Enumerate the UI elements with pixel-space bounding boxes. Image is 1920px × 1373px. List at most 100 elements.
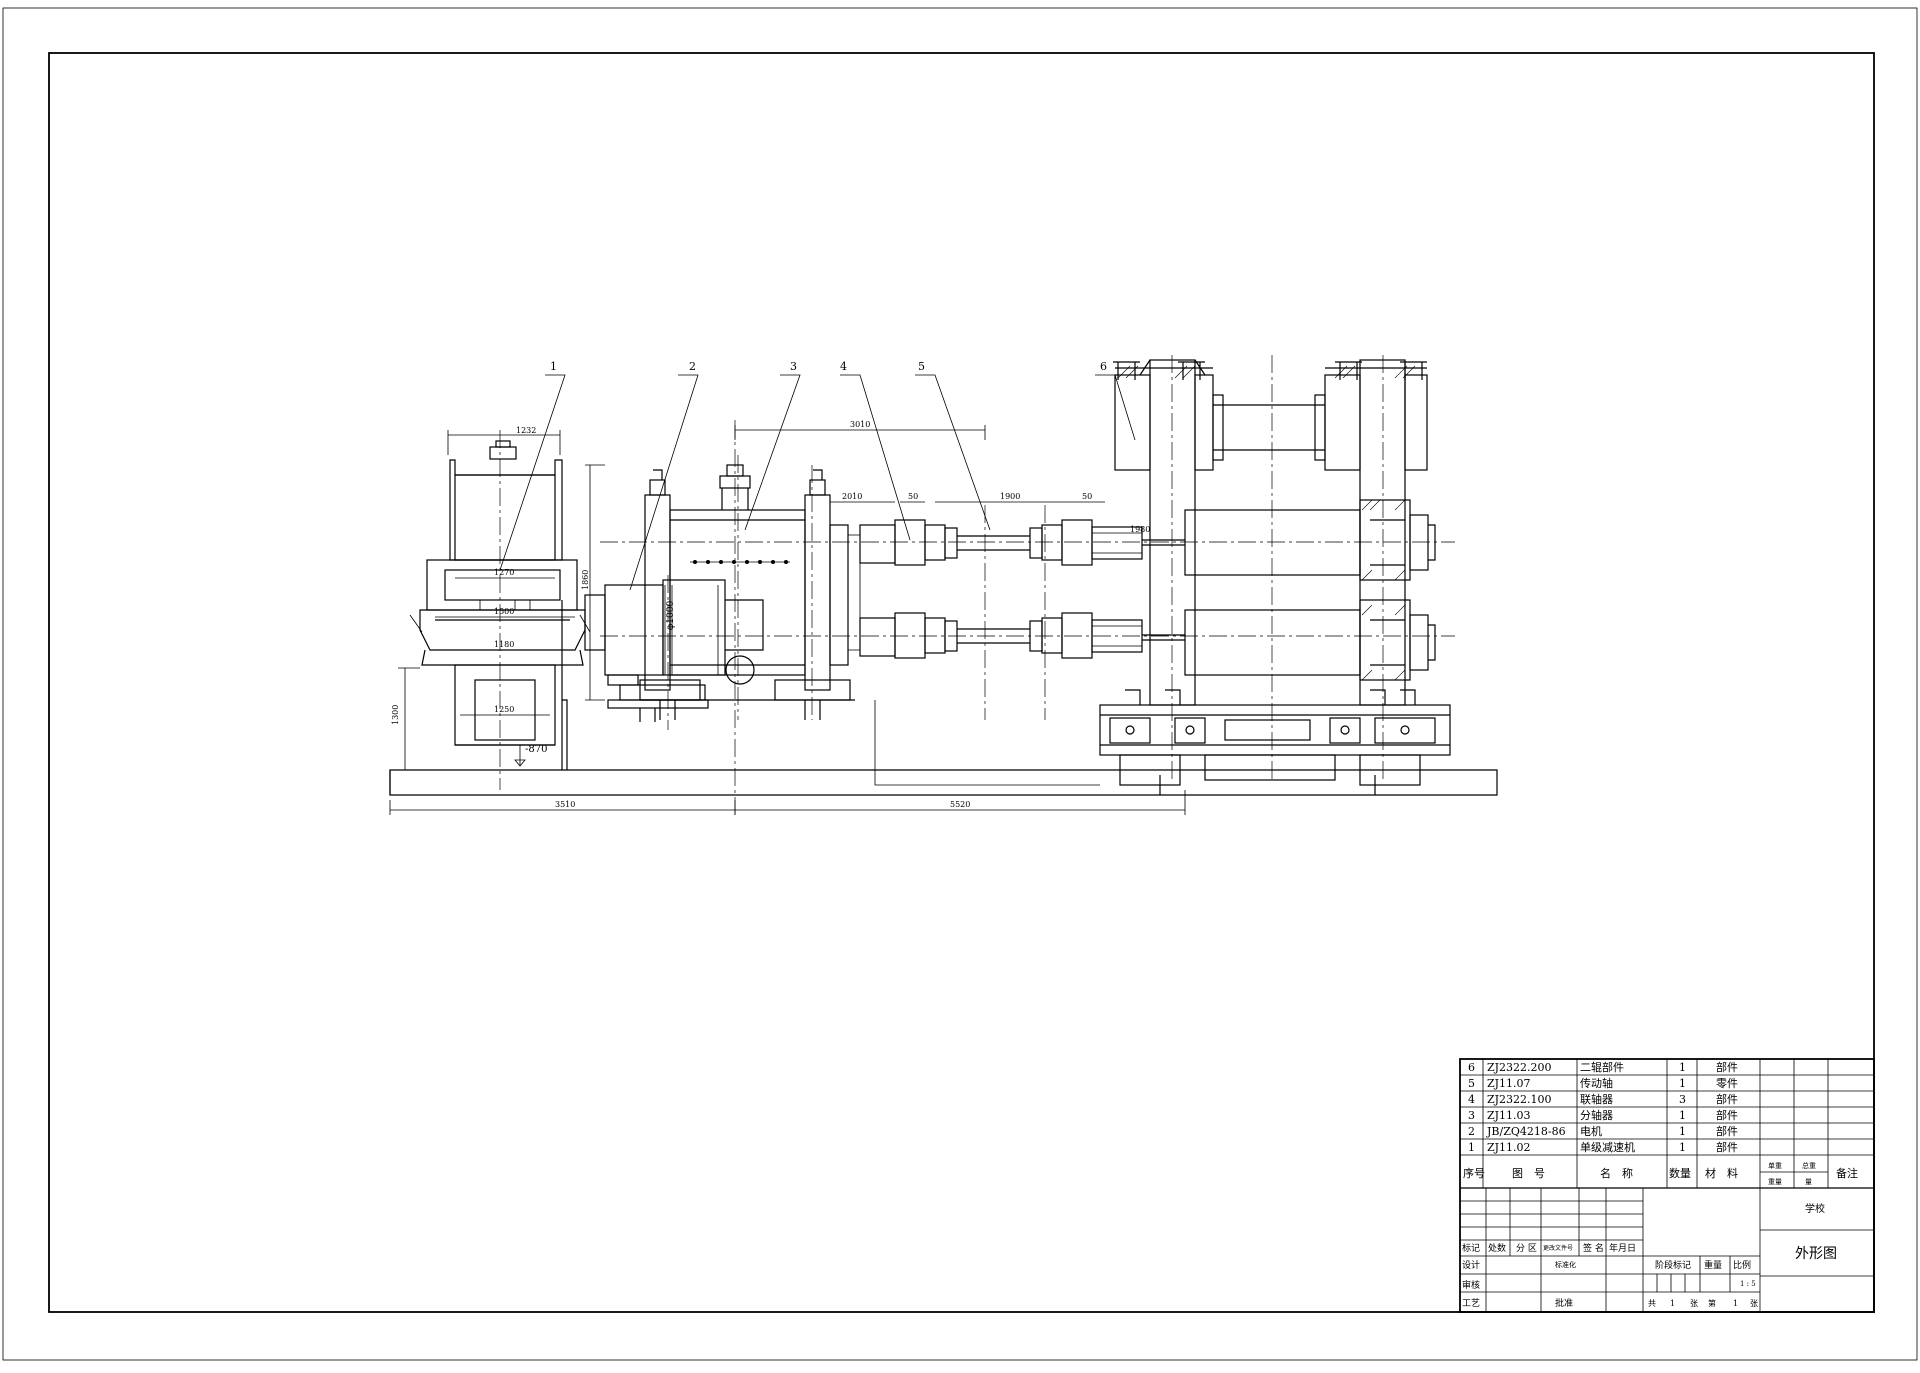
bom-cell-material: 部件 [1716, 1140, 1738, 1154]
bom-cell-no: 6 [1468, 1061, 1475, 1074]
bom-cell-name: 传动轴 [1580, 1076, 1613, 1090]
bom-cell-no: 4 [1468, 1093, 1475, 1106]
dim-1180: 1180 [494, 640, 514, 649]
tb-sheet-no-label: 第 [1708, 1298, 1716, 1308]
dim-3010: 3010 [850, 420, 870, 429]
tb-date: 年月日 [1609, 1242, 1636, 1254]
bom-cell-code: ZJ2322.200 [1487, 1061, 1552, 1074]
tb-zone: 分 区 [1516, 1243, 1537, 1254]
dimension-lines: 1232 1270 1500 1180 1250 1300 -870 1860 [389, 420, 1186, 815]
bom-header-code: 图 号 [1512, 1167, 1545, 1180]
bom-row: 2 JB/ZQ4218-86 电机 1 部件 [1468, 1124, 1738, 1138]
bom-cell-code: ZJ11.03 [1487, 1109, 1531, 1122]
dim-1500: 1500 [494, 607, 514, 616]
tb-drawing-title: 外形图 [1795, 1246, 1837, 1262]
bom-cell-qty: 1 [1679, 1125, 1686, 1138]
inner-frame [48, 52, 1875, 1313]
couplings-and-shafts [859, 505, 1143, 720]
tb-sheets-total-label: 共 [1648, 1299, 1656, 1308]
bom-cell-name: 电机 [1580, 1124, 1602, 1138]
tb-sheet-no: 1 [1733, 1299, 1738, 1308]
bom-cell-no: 1 [1468, 1141, 1475, 1154]
bom-cell-name: 分轴器 [1580, 1108, 1613, 1122]
bom-header-material: 材 料 [1705, 1166, 1738, 1180]
gear-reducer [409, 430, 606, 790]
bom-cell-no: 3 [1468, 1109, 1475, 1122]
bom-cell-qty: 1 [1679, 1141, 1686, 1154]
roll-stand [874, 355, 1451, 795]
tb-standardize: 标准化 [1555, 1260, 1576, 1269]
dim-2010: 2010 [842, 492, 862, 501]
bom-header-name: 名 称 [1600, 1166, 1633, 1180]
bom-cell-name: 二辊部件 [1580, 1060, 1624, 1074]
tb-sheet-unit-2: 张 [1750, 1299, 1758, 1308]
bom-cell-material: 部件 [1716, 1060, 1738, 1074]
dim-50-a: 50 [908, 492, 918, 501]
bom-header-qty: 数量 [1669, 1167, 1691, 1180]
motor-diameter-label: φ1000 [666, 601, 676, 630]
tb-scale-value: 1 : 5 [1740, 1280, 1756, 1288]
dim-50-b: 50 [1082, 492, 1092, 501]
tb-sheets-unit: 张 [1690, 1299, 1698, 1308]
bom-row: 5 ZJ11.07 传动轴 1 零件 [1468, 1076, 1738, 1090]
dim-5520: 5520 [950, 800, 970, 809]
title-block: 标记 处数 分 区 更改文件号 签 名 年月日 设计 标准化 审核 工艺 批准 … [1460, 1188, 1874, 1312]
electric-motor: φ1000 [604, 575, 764, 730]
dim-1232: 1232 [516, 426, 536, 435]
dim-1900: 1900 [1000, 492, 1020, 501]
bom-cell-name: 单级减速机 [1580, 1140, 1635, 1154]
bill-of-materials: 6 ZJ2322.200 二辊部件 1 部件 5 ZJ11.07 传动轴 1 零件 4 ZJ2322.… [1459, 1058, 1875, 1313]
bom-cell-code: ZJ2322.100 [1487, 1093, 1552, 1106]
dim-3510: 3510 [555, 800, 575, 809]
tb-process: 工艺 [1462, 1298, 1480, 1309]
tb-approve: 批准 [1555, 1297, 1573, 1309]
balloon-5: 5 [918, 360, 925, 373]
tb-mark: 标记 [1462, 1242, 1480, 1254]
bom-header-no: 序号 [1463, 1166, 1485, 1180]
bom-row: 1 ZJ11.02 单级减速机 1 部件 [1468, 1140, 1738, 1154]
tb-school: 学校 [1805, 1202, 1825, 1215]
foundation-slab [389, 769, 1498, 796]
balloon-4: 4 [840, 360, 847, 373]
tb-sheets-total: 1 [1670, 1299, 1675, 1308]
balloon-2: 2 [689, 360, 696, 373]
tb-design: 设计 [1462, 1259, 1480, 1271]
bom-header-unit-weight-2: 重量 [1768, 1178, 1782, 1186]
bom-cell-material: 零件 [1716, 1077, 1738, 1090]
bom-cell-code: ZJ11.07 [1487, 1077, 1531, 1090]
bom-cell-qty: 1 [1679, 1109, 1686, 1122]
bom-cell-code: ZJ11.02 [1487, 1141, 1531, 1154]
assembly-drawing: φ1000 [389, 355, 1498, 815]
bom-header-total-weight-2: 量 [1805, 1178, 1812, 1186]
dim-1980: 1980 [1130, 525, 1150, 534]
chock-hatching [1361, 499, 1406, 681]
tb-stage-mark: 阶段标记 [1655, 1259, 1691, 1271]
bom-header-total-weight: 总重 [1802, 1161, 1816, 1170]
bom-cell-qty: 3 [1679, 1093, 1686, 1106]
screwdown-hatching [1117, 365, 1416, 379]
outer-border [2, 7, 1918, 1361]
bom-cell-qty: 1 [1679, 1077, 1686, 1090]
dim-1860: 1860 [581, 570, 590, 590]
bom-cell-no: 2 [1468, 1125, 1475, 1138]
tb-change-doc: 更改文件号 [1543, 1244, 1573, 1252]
tb-scale-label: 比例 [1733, 1259, 1751, 1271]
bom-row: 3 ZJ11.03 分轴器 1 部件 [1468, 1108, 1738, 1122]
balloon-3: 3 [790, 360, 797, 373]
bom-cell-material: 部件 [1716, 1108, 1738, 1122]
dim-1270: 1270 [494, 568, 514, 577]
dim-1250: 1250 [494, 705, 514, 714]
bom-rows: 6 ZJ2322.200 二辊部件 1 部件 5 ZJ11.07 传动轴 1 零件 4 ZJ2322.… [1468, 1060, 1738, 1154]
bom-cell-material: 部件 [1716, 1124, 1738, 1138]
bom-cell-name: 联轴器 [1580, 1092, 1613, 1106]
tb-count: 处数 [1488, 1242, 1506, 1254]
bom-cell-code: JB/ZQ4218-86 [1486, 1125, 1566, 1138]
balloon-6: 6 [1100, 360, 1107, 373]
tb-check: 审核 [1462, 1279, 1480, 1291]
dim-1300: 1300 [391, 705, 400, 725]
bom-header-remark: 备注 [1836, 1166, 1858, 1180]
bom-cell-no: 5 [1468, 1077, 1475, 1090]
